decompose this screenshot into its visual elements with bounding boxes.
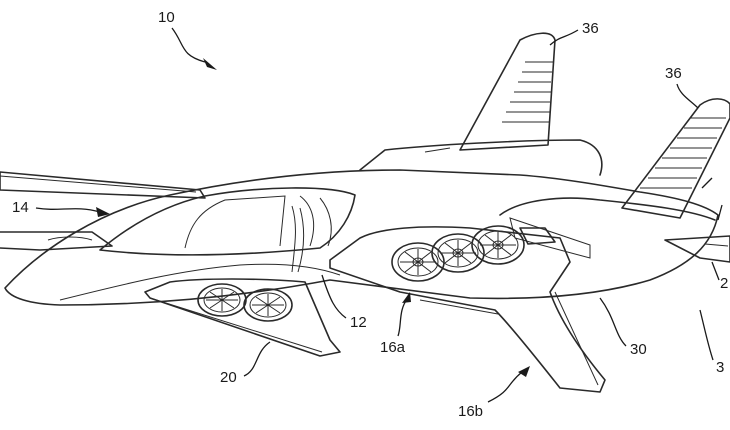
- svg-text:2: 2: [720, 275, 728, 292]
- leader-right-upper: [701, 177, 713, 189]
- svg-text:20: 20: [220, 369, 237, 386]
- fan-16a-3: [471, 225, 525, 265]
- dorsal-spine: [359, 139, 603, 176]
- fan-20-1: [197, 283, 247, 317]
- leader-right-mid: [717, 204, 723, 221]
- label-10: 10: [158, 9, 217, 70]
- svg-text:3: 3: [716, 359, 724, 376]
- left-main-wing: [0, 171, 206, 199]
- svg-text:12: 12: [350, 314, 367, 331]
- label-3-edge: 3: [699, 309, 724, 376]
- stabilizer-edge: [704, 243, 729, 247]
- horizontal-stabilizer: [664, 235, 730, 263]
- vertical-fin-left: [459, 32, 556, 151]
- fan-16a-1: [391, 242, 445, 282]
- label-20: 20: [220, 341, 271, 386]
- label-36-left: 36: [549, 20, 599, 46]
- svg-text:16a: 16a: [380, 339, 406, 356]
- svg-text:36: 36: [665, 65, 682, 82]
- antenna: [424, 147, 451, 153]
- label-14: 14: [12, 199, 110, 217]
- label-16a: 16a: [380, 292, 411, 356]
- vertical-fin-right: [621, 98, 730, 219]
- fan-16a-2: [431, 233, 485, 273]
- forward-fan-wing: [144, 278, 341, 357]
- svg-text:36: 36: [582, 20, 599, 37]
- svg-text:16b: 16b: [458, 403, 483, 420]
- label-16b: 16b: [458, 366, 530, 420]
- svg-text:10: 10: [158, 9, 175, 26]
- forward-canard: [0, 231, 113, 251]
- label-12: 12: [321, 274, 367, 331]
- pod-fairing: [519, 227, 556, 245]
- fan-20-2: [243, 288, 293, 322]
- svg-text:30: 30: [630, 341, 647, 358]
- svg-text:14: 14: [12, 199, 29, 216]
- center-fan-wing: [329, 226, 606, 393]
- rear-pod: [499, 197, 716, 259]
- label-2-edge: 2: [711, 261, 728, 292]
- label-30: 30: [599, 297, 647, 358]
- canopy: [99, 187, 356, 273]
- fuselage: [4, 169, 719, 306]
- label-36-right: 36: [665, 65, 699, 109]
